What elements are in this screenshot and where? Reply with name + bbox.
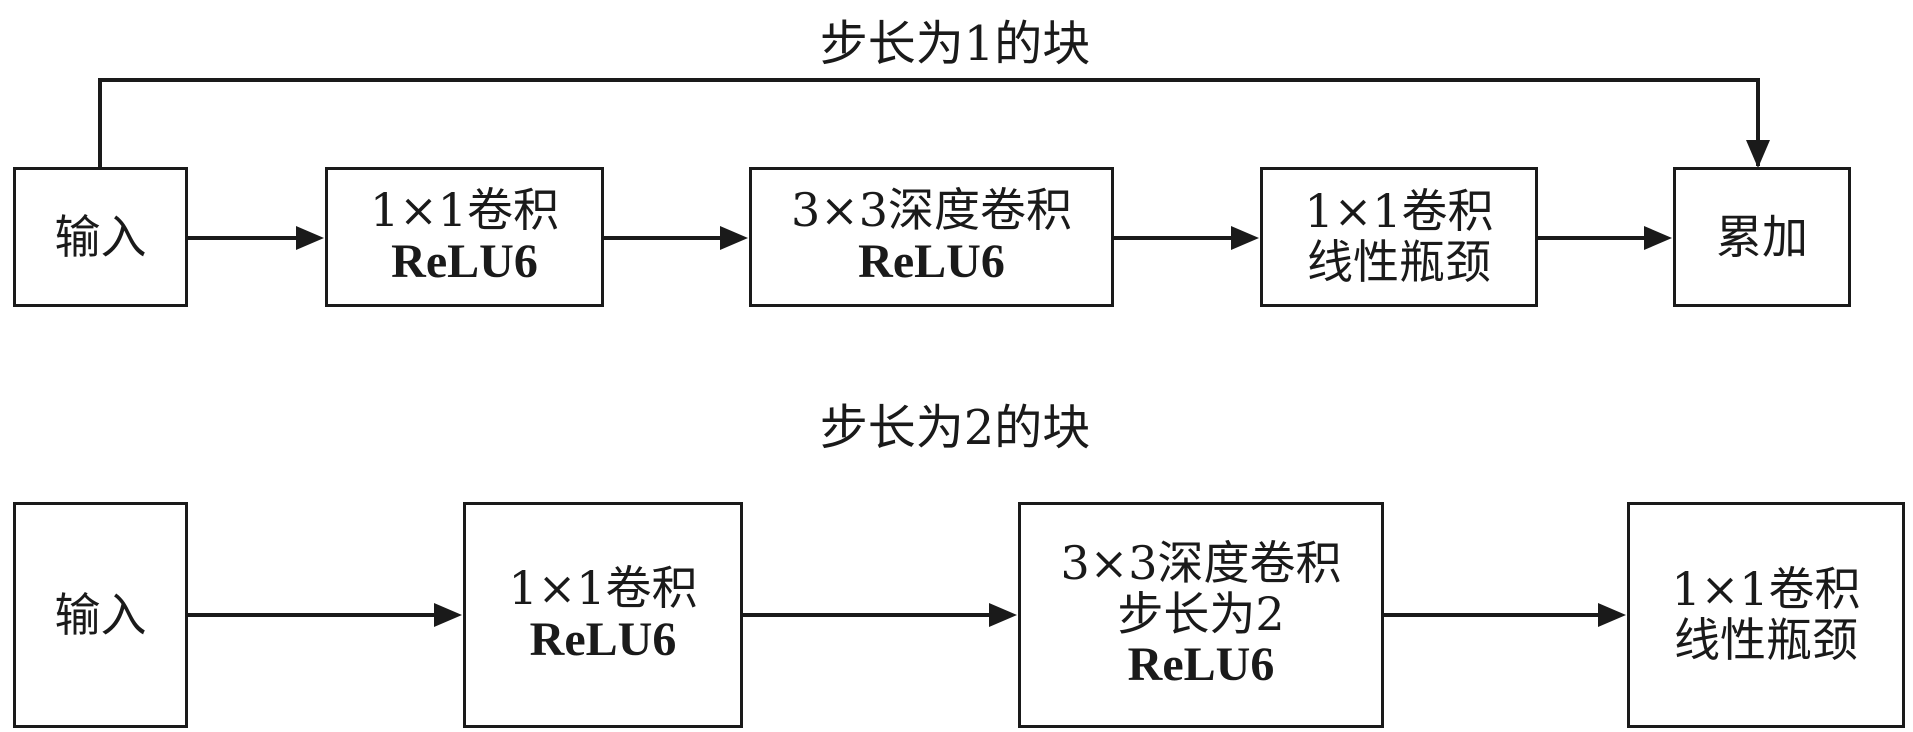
stride2-dwconv-line2: 步长为2 xyxy=(1117,586,1285,641)
stride1-conv2-box: 1×1卷积 线性瓶颈 xyxy=(1260,167,1538,307)
stride1-conv1-line1: 1×1卷积 xyxy=(369,183,560,238)
stride1-dwconv-line2: ReLU6 xyxy=(858,234,1005,288)
stride1-add-box: 累加 xyxy=(1673,167,1851,307)
skip-connection-arrowhead xyxy=(1746,140,1770,168)
stride2-title: 步长为2的块 xyxy=(819,400,1091,456)
stride2-conv1-line1: 1×1卷积 xyxy=(508,561,698,616)
stride1-add-label: 累加 xyxy=(1716,209,1808,264)
stride1-input-box: 输入 xyxy=(13,167,188,307)
stride2-input-label: 输入 xyxy=(54,587,147,642)
arrowhead-conv2-to-add xyxy=(1644,226,1672,250)
stride2-dwconv-box: 3×3深度卷积 步长为2 ReLU6 xyxy=(1018,502,1384,728)
stride1-conv1-box: 1×1卷积 ReLU6 xyxy=(325,167,604,307)
stride1-conv2-line1: 1×1卷积 xyxy=(1304,184,1494,239)
stride2-conv1-box: 1×1卷积 ReLU6 xyxy=(463,502,743,728)
arrowhead-input-to-conv1 xyxy=(296,226,324,250)
arrowhead2-input-to-conv1 xyxy=(434,603,462,627)
skip-connection-arrow xyxy=(98,78,1760,168)
stride2-arrows xyxy=(187,603,1626,627)
stride2-conv2-box: 1×1卷积 线性瓶颈 xyxy=(1627,502,1905,728)
stride2-conv2-line1: 1×1卷积 xyxy=(1671,562,1861,617)
stride1-dwconv-line1: 3×3深度卷积 xyxy=(790,183,1073,238)
stride2-conv1-line2: ReLU6 xyxy=(529,612,677,666)
stride1-arrows xyxy=(187,226,1672,250)
arrowhead2-conv1-to-dwconv xyxy=(989,603,1017,627)
stride1-conv1-line2: ReLU6 xyxy=(391,234,538,288)
stride2-input-box: 输入 xyxy=(13,502,188,728)
arrowhead2-dwconv-to-conv2 xyxy=(1598,603,1626,627)
stride1-title: 步长为1的块 xyxy=(819,16,1091,72)
arrowhead-dwconv-to-conv2 xyxy=(1231,226,1259,250)
stride1-dwconv-box: 3×3深度卷积 ReLU6 xyxy=(749,167,1114,307)
stride2-dwconv-line3: ReLU6 xyxy=(1127,638,1275,692)
arrowhead-conv1-to-dwconv xyxy=(720,226,748,250)
stride2-conv2-line2: 线性瓶颈 xyxy=(1674,613,1858,667)
stride1-conv2-line2: 线性瓶颈 xyxy=(1307,235,1491,289)
stride1-input-label: 输入 xyxy=(54,209,147,264)
stride2-dwconv-line1: 3×3深度卷积 xyxy=(1060,536,1342,590)
